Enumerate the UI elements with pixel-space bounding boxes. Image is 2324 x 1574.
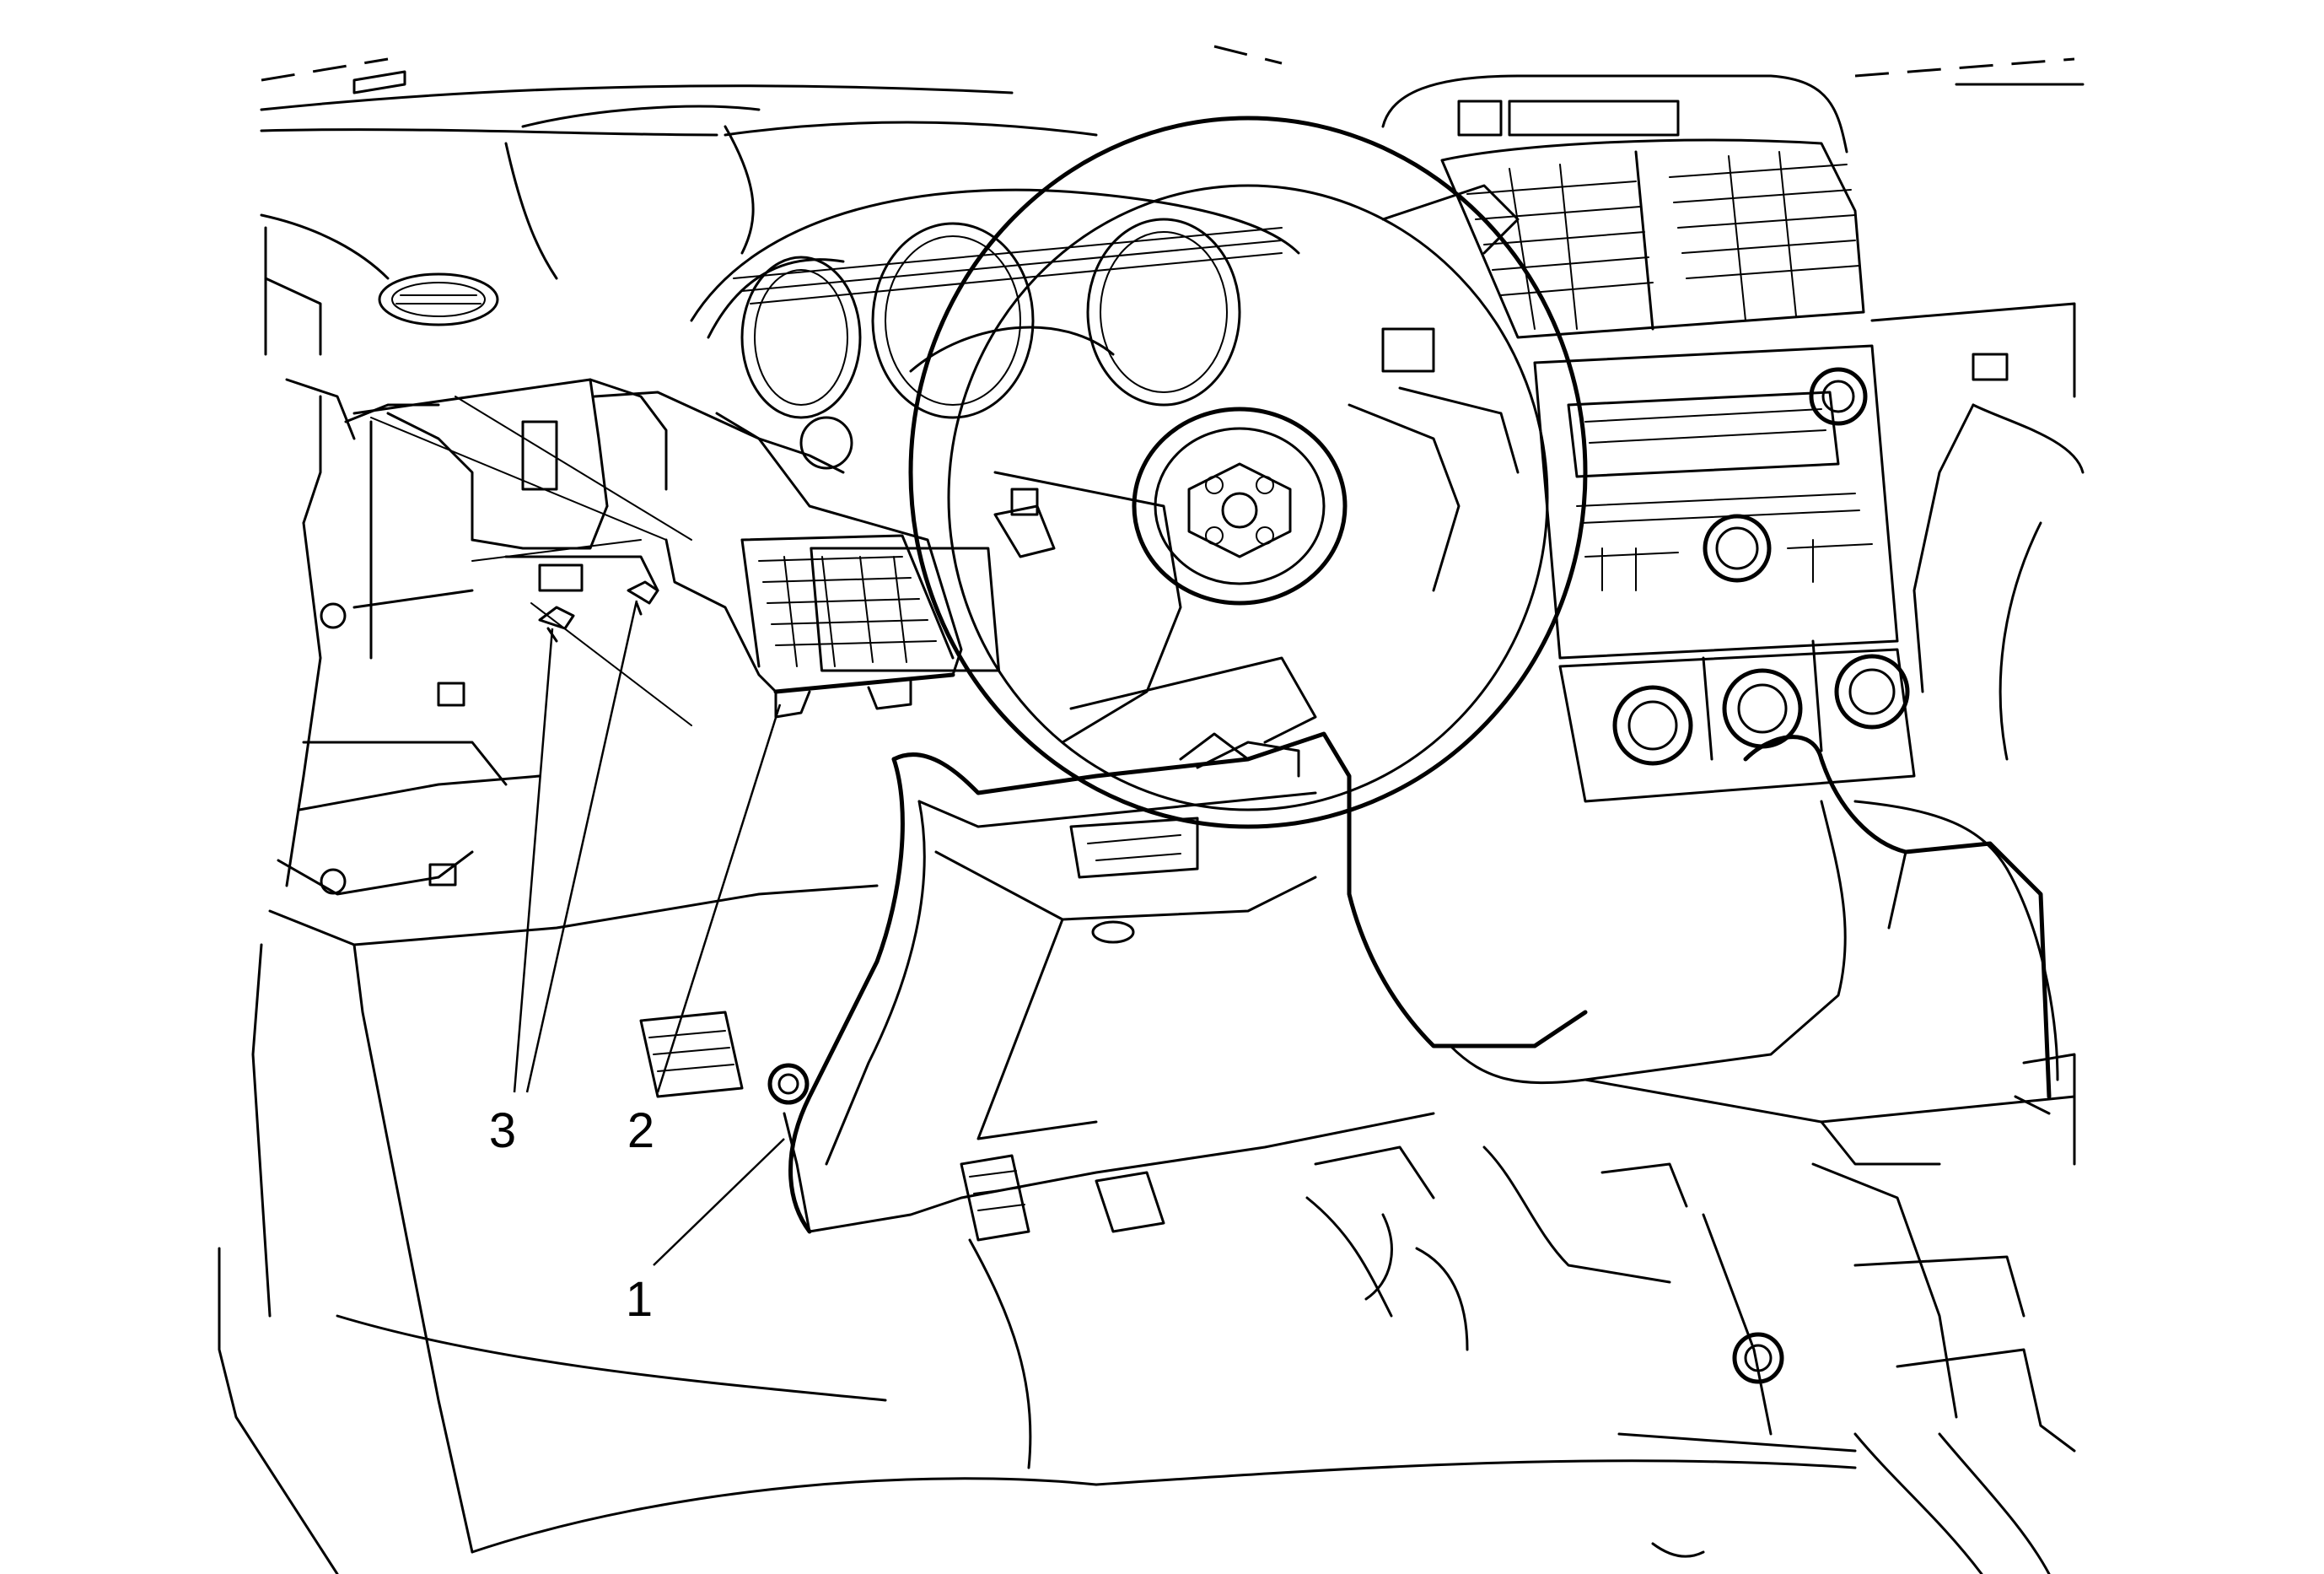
callout-3: 3 bbox=[489, 1103, 516, 1158]
knee-bolster-trim-panel bbox=[767, 731, 1588, 1234]
projection-lines bbox=[370, 396, 692, 726]
instrument-cluster bbox=[690, 188, 1300, 474]
side-air-outlet bbox=[593, 391, 1001, 719]
callout-2: 2 bbox=[627, 1103, 654, 1158]
left-panel-bracket bbox=[352, 378, 668, 707]
left-round-vent bbox=[378, 272, 499, 326]
callout-labels: 3 2 1 bbox=[489, 1103, 654, 1327]
left-dash-structure bbox=[218, 213, 879, 1574]
leader-1 bbox=[653, 1138, 785, 1266]
leader-2 bbox=[656, 703, 782, 1093]
center-upper-vents bbox=[1381, 74, 1865, 339]
floor-and-pedals bbox=[336, 1011, 2076, 1574]
steering-wheel bbox=[908, 116, 1588, 829]
callout-leaders bbox=[513, 600, 785, 1266]
leader-3a bbox=[513, 628, 554, 1093]
right-lower-trim bbox=[1584, 735, 2076, 1166]
callout-1: 1 bbox=[626, 1272, 653, 1327]
leader-3b bbox=[525, 600, 638, 1093]
center-radio-unit bbox=[1533, 344, 1916, 803]
right-dash-structure bbox=[1853, 302, 2085, 1166]
dash-top-outline bbox=[260, 45, 2085, 280]
